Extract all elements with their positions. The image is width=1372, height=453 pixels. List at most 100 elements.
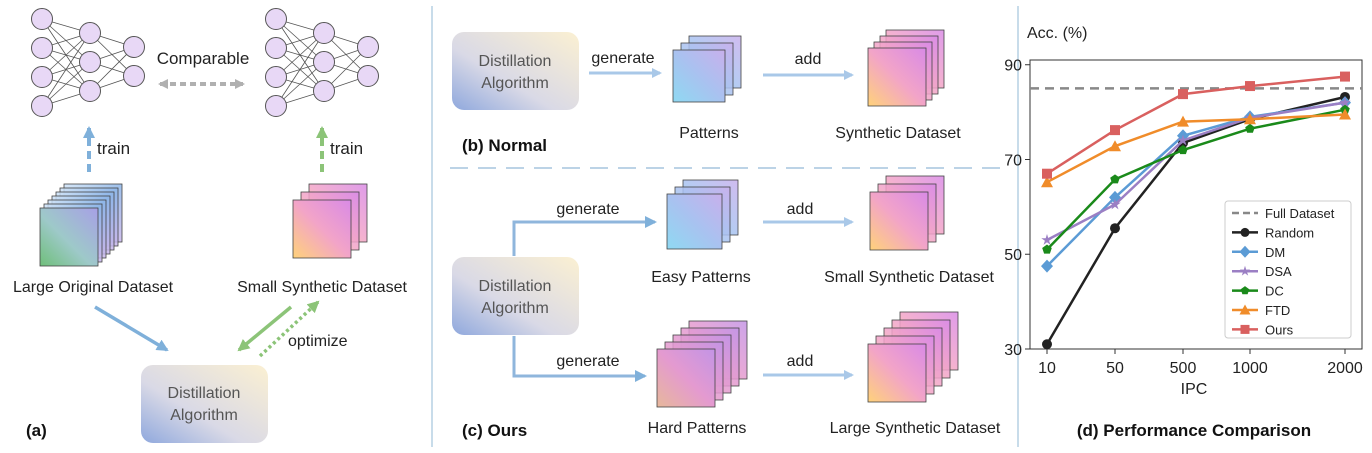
data-point <box>1109 140 1121 152</box>
dataset-to-algorithm-arrow <box>94 305 169 352</box>
stack-layer <box>656 348 716 408</box>
data-point <box>1240 286 1250 295</box>
data-point <box>1109 198 1121 210</box>
stack-layer <box>867 47 927 107</box>
neural-network-left-icon <box>31 8 145 117</box>
legend-box <box>1224 200 1352 339</box>
data-point <box>1042 339 1052 350</box>
y-axis-label: Acc. (%) <box>1027 25 1087 42</box>
small-synthetic-dataset-icon <box>292 183 368 259</box>
train-label-right: train <box>330 139 363 158</box>
panel-b: Distillation Algorithm generate Patterns… <box>452 29 961 155</box>
synthetic-dataset-icon <box>867 29 945 107</box>
distillation-box-c <box>452 257 579 335</box>
data-point <box>1340 71 1350 82</box>
network-node <box>123 36 145 58</box>
optimize-label: optimize <box>288 333 348 350</box>
legend-label: Random <box>1265 225 1314 240</box>
network-node <box>313 80 335 102</box>
large-original-dataset-icon <box>39 183 123 267</box>
add-label-top: add <box>787 201 814 218</box>
series-dc <box>1042 104 1350 254</box>
data-point <box>1178 89 1188 100</box>
network-node <box>79 80 101 102</box>
generate-label-b: generate <box>591 50 654 67</box>
algorithm-to-synthetic-arrow <box>237 305 293 352</box>
network-node <box>123 65 145 87</box>
neural-network-right-icon <box>265 8 379 117</box>
network-node <box>79 22 101 44</box>
data-point <box>1178 145 1188 155</box>
small-synthetic-label-c: Small Synthetic Dataset <box>824 269 994 286</box>
legend-label: FTD <box>1265 303 1290 318</box>
distill-a-line2: Algorithm <box>170 407 238 424</box>
y-tick-label: 90 <box>1004 58 1022 75</box>
x-tick-label: 1000 <box>1232 360 1268 377</box>
train-label-left: train <box>97 139 130 158</box>
distill-b-line2: Algorithm <box>481 75 549 92</box>
distillation-box-a <box>141 365 268 443</box>
small-synthetic-dataset-c-icon <box>869 175 945 251</box>
network-node <box>31 8 53 30</box>
large-dataset-label: Large Original Dataset <box>13 279 174 296</box>
data-point <box>1239 265 1251 276</box>
patterns-label: Patterns <box>679 125 739 142</box>
network-node <box>265 95 287 117</box>
easy-patterns-icon <box>666 179 739 250</box>
data-point <box>1339 108 1351 120</box>
data-point <box>1110 223 1120 234</box>
data-point <box>1042 244 1052 254</box>
data-point <box>1245 123 1255 133</box>
small-dataset-label: Small Synthetic Dataset <box>237 279 407 296</box>
data-point <box>1239 245 1251 258</box>
stack-layer <box>869 191 929 251</box>
caption-b: (b) Normal <box>462 136 547 155</box>
legend-label: Ours <box>1265 322 1294 337</box>
x-tick-label: 2000 <box>1327 360 1363 377</box>
y-tick-label: 50 <box>1004 247 1022 264</box>
data-point <box>1244 113 1256 125</box>
data-point <box>1110 125 1120 136</box>
stack-layer <box>292 199 352 259</box>
data-point <box>1339 96 1351 108</box>
network-node <box>313 51 335 73</box>
panel-c: Distillation Algorithm generate generate… <box>452 175 1001 440</box>
network-node <box>357 65 379 87</box>
chart-series <box>1041 71 1351 350</box>
large-synthetic-label: Large Synthetic Dataset <box>830 420 1001 437</box>
data-point <box>1239 304 1251 315</box>
generate-arrow-top <box>512 216 657 256</box>
data-point <box>1110 174 1120 184</box>
network-edge <box>275 32 325 107</box>
legend-label: DSA <box>1265 264 1292 279</box>
generate-arrow-bottom <box>512 336 647 382</box>
distillation-box-b <box>452 32 579 110</box>
network-edge <box>41 32 91 107</box>
network-node <box>265 8 287 30</box>
x-axis-label: IPC <box>1181 381 1208 398</box>
large-synthetic-dataset-icon <box>867 311 959 403</box>
add-label-bottom: add <box>787 353 814 370</box>
network-node <box>357 36 379 58</box>
plot-frame <box>1029 59 1363 350</box>
y-tick-label: 30 <box>1004 342 1022 359</box>
network-node <box>31 95 53 117</box>
series-ftd <box>1041 108 1351 188</box>
hard-patterns-label: Hard Patterns <box>648 420 747 437</box>
panel-a: Comparable train train Large Original Da… <box>13 8 407 443</box>
legend-label: DM <box>1265 245 1285 260</box>
patterns-icon <box>672 35 742 103</box>
network-node <box>79 51 101 73</box>
stack-layer <box>39 207 99 267</box>
comparable-label: Comparable <box>157 49 250 68</box>
caption-c: (c) Ours <box>462 421 527 440</box>
network-node <box>31 66 53 88</box>
stack-layer <box>867 343 927 403</box>
stack-layer <box>672 49 726 103</box>
distill-a-line1: Distillation <box>168 385 241 402</box>
network-node <box>265 66 287 88</box>
easy-patterns-label: Easy Patterns <box>651 269 751 286</box>
